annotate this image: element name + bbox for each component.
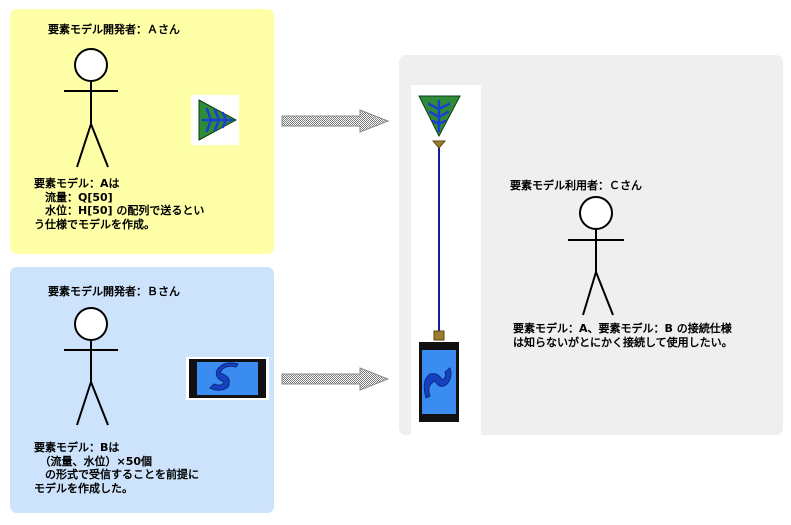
developer-a-role: 要素モデル開発者：Ａさん	[48, 23, 180, 36]
model-b-screen-icon	[186, 357, 269, 400]
developer-b-description: 要素モデル：Bは （流量、水位）×50個 の形式で受信することを前提に モデルを…	[34, 441, 199, 495]
arrow-right-icon	[281, 367, 390, 391]
user-c-description: 要素モデル：A、要素モデル：B の接続仕様 は知らないがとにかく接続して使用した…	[513, 322, 733, 349]
stick-figure-a-icon	[64, 48, 118, 168]
developer-b-role: 要素モデル開発者：Ｂさん	[48, 285, 180, 298]
model-a-triangle-icon	[191, 95, 239, 145]
developer-a-description: 要素モデル：Aは 流量：Q[50] 水位：H[50] の配列で送るとい う仕様で…	[34, 177, 205, 231]
user-c-role: 要素モデル利用者：Ｃさん	[510, 179, 642, 192]
model-a-node-icon	[418, 95, 461, 138]
stick-figure-b-icon	[64, 307, 118, 426]
arrow-right-icon	[281, 109, 390, 133]
stick-figure-c-icon	[568, 196, 624, 316]
connection-line	[431, 140, 447, 341]
model-b-node-icon	[419, 342, 459, 422]
